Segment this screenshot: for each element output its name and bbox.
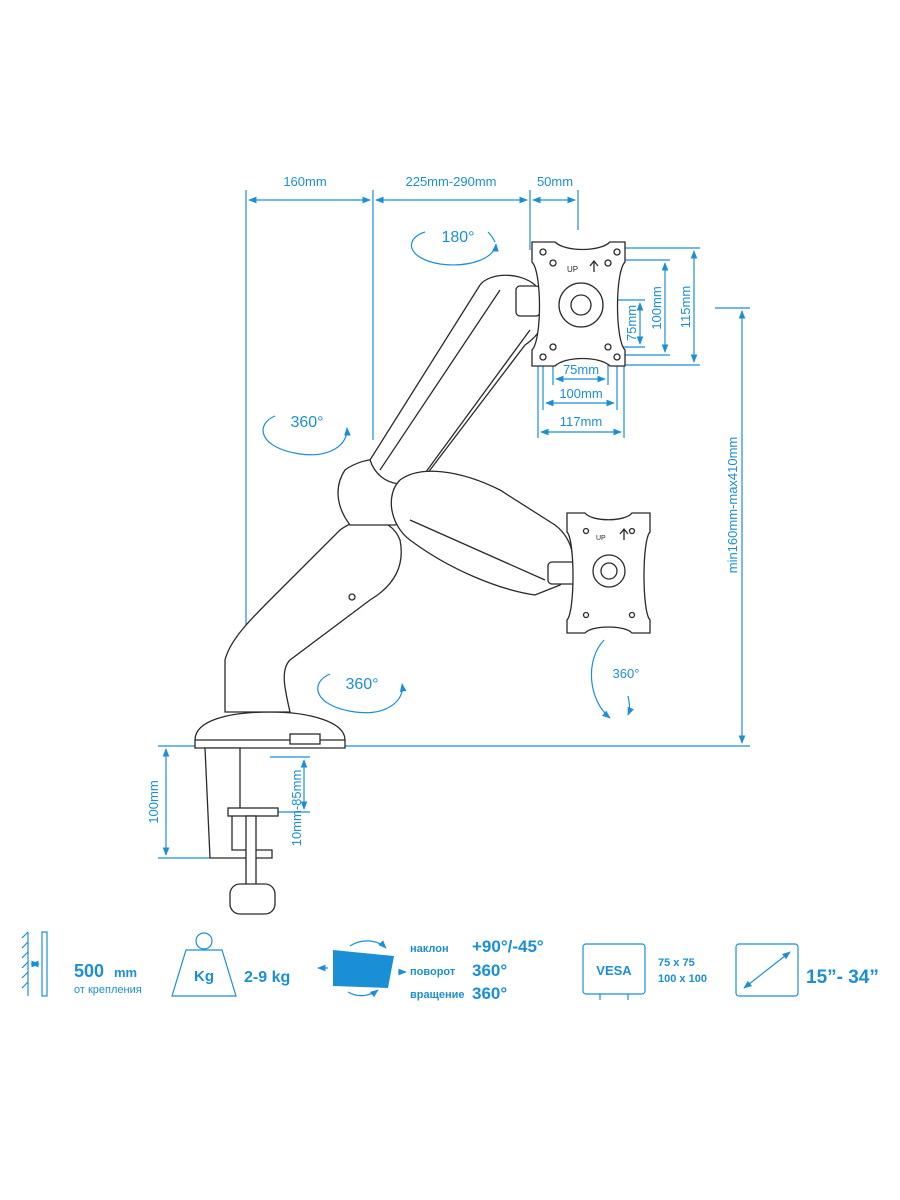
- spec-vesa-line1: 75 x 75: [658, 957, 695, 969]
- vesa-dimension-lines: [537, 247, 700, 438]
- dim-vesa-100-h: 100mm: [649, 286, 664, 329]
- rotation-base-arrow: [317, 673, 407, 714]
- screen-size-icon: [735, 943, 799, 997]
- vesa-plate-upper: [531, 241, 626, 367]
- dim-arm-reach: 225mm-290mm: [405, 174, 496, 189]
- wall-distance-icon: [21, 931, 48, 997]
- vesa-plate-lower: [566, 512, 651, 634]
- rotation-screen-arrow: [590, 639, 634, 719]
- dim-plate-depth: 50mm: [537, 174, 573, 189]
- weight-icon-label: Kg: [194, 968, 214, 985]
- spec-weight-value: 2-9 kg: [244, 969, 290, 986]
- spec-motion-rotate-value: 360°: [472, 984, 507, 1003]
- rotation-arm-label: 360°: [290, 414, 323, 431]
- rotation-base-label: 360°: [345, 676, 378, 693]
- dim-plate-117: 117mm: [560, 414, 602, 429]
- dim-clamp-height: 100mm: [146, 780, 161, 823]
- dim-vesa-75-w: 75mm: [563, 362, 599, 377]
- vesa-icon-label: VESA: [596, 963, 632, 978]
- spec-motion-swivel-label: поворот: [410, 966, 456, 978]
- dim-base-offset: 160mm: [283, 174, 326, 189]
- dim-vesa-100-w: 100mm: [559, 386, 602, 401]
- spec-motion-rotate-label: вращение: [410, 989, 465, 1001]
- dim-height-range: min160mm-max410mm: [725, 437, 740, 574]
- rotation-top-label: 180°: [441, 229, 474, 246]
- spec-reach-unit: mm: [114, 965, 137, 980]
- dim-plate-115: 115mm: [678, 286, 693, 328]
- rotation-180-arrow: [410, 231, 499, 266]
- rotation-arm-arrow: [262, 415, 351, 456]
- dim-vesa-75-h: 75mm: [624, 305, 639, 341]
- screen-tilt-icon: [317, 940, 407, 998]
- clamp-dimension-lines: [158, 745, 310, 859]
- spec-reach-caption: от крепления: [74, 984, 142, 996]
- rotation-screen-label: 360°: [613, 666, 640, 681]
- spec-reach-value: 500: [74, 961, 104, 981]
- weight-icon: [171, 932, 237, 997]
- monitor-arm-drawing: [194, 274, 579, 915]
- spec-motion-swivel-value: 360°: [472, 961, 507, 980]
- top-dimension-lines: [245, 190, 579, 625]
- height-dimension-line: [345, 307, 750, 747]
- plate-up-label-lower: UP: [596, 535, 606, 542]
- spec-motion-tilt-value: +90°/-45°: [472, 937, 544, 956]
- spec-screen-size: 15”- 34”: [806, 967, 879, 988]
- dim-desk-thickness: 10mm-85mm: [289, 770, 304, 847]
- plate-up-label-upper: UP: [567, 265, 578, 274]
- spec-vesa-line2: 100 x 100: [658, 973, 707, 985]
- spec-motion-tilt-label: наклон: [410, 943, 449, 955]
- vesa-icon: [582, 943, 646, 1000]
